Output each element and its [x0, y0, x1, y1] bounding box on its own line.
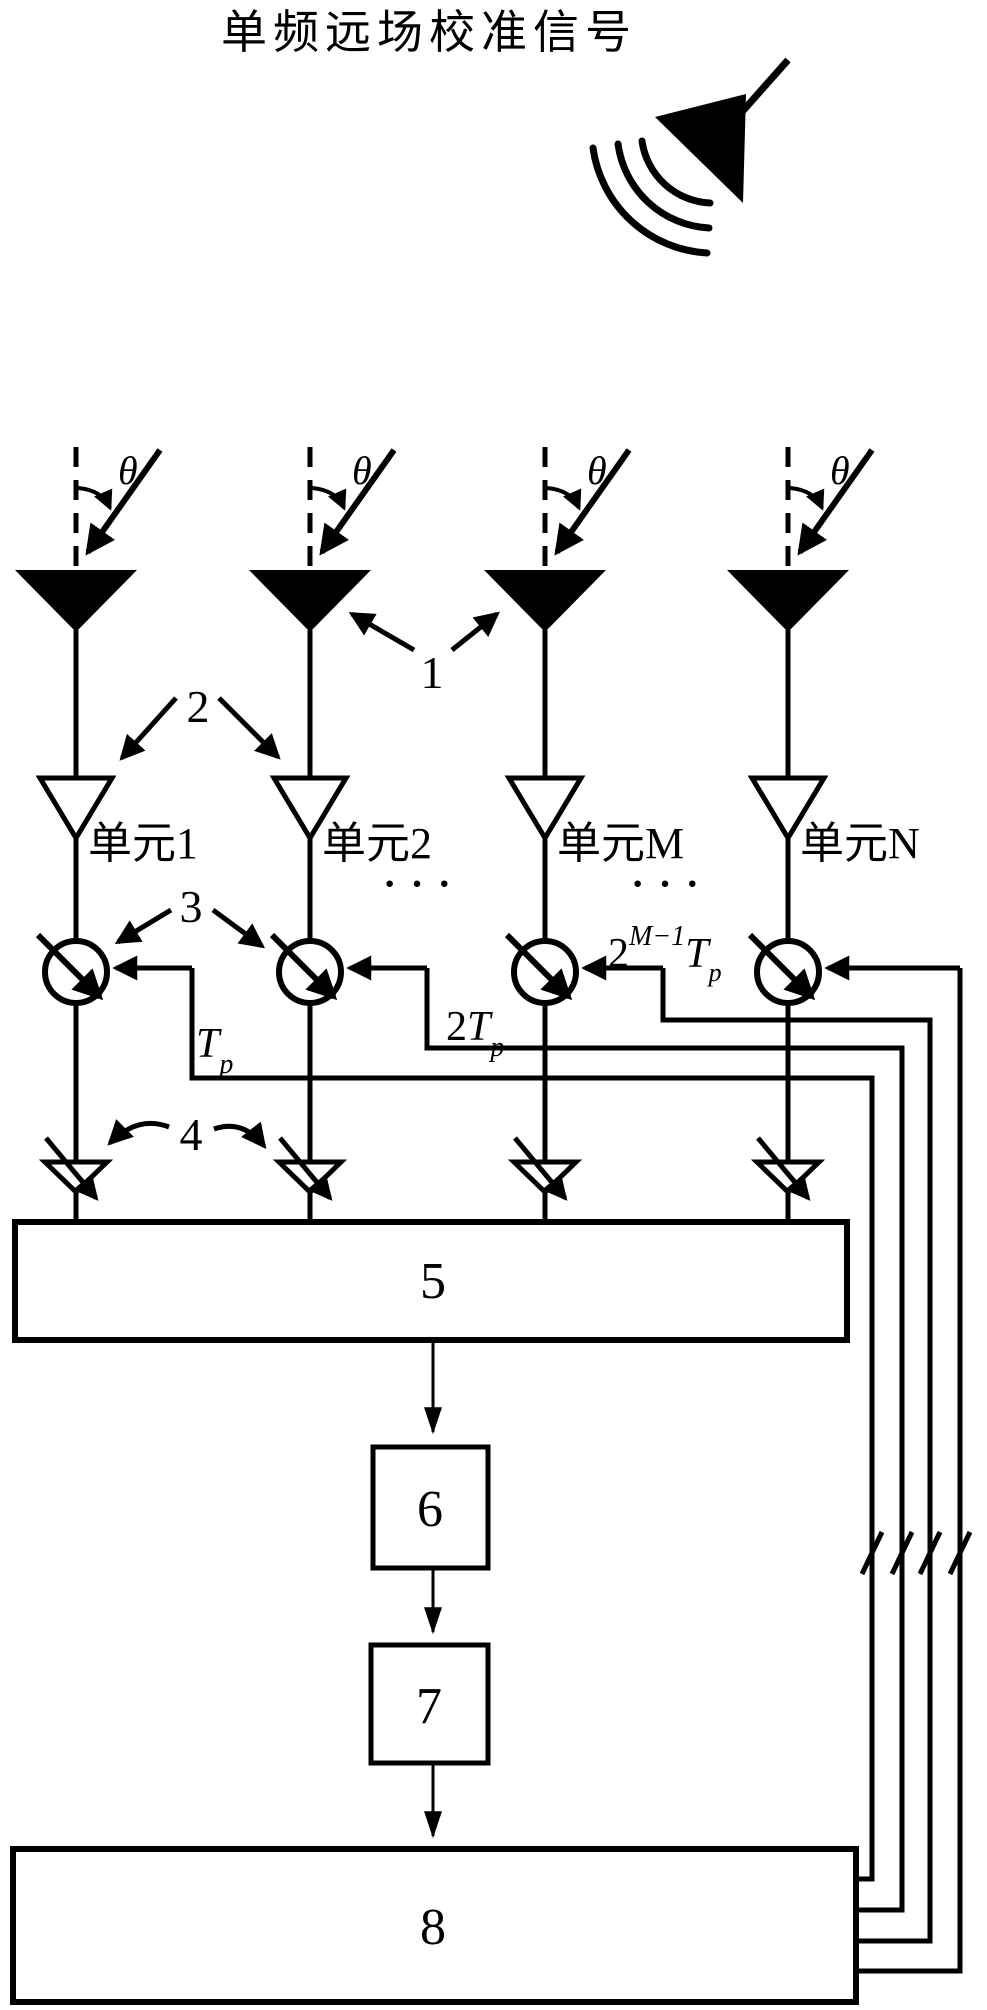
rx-antenna-icon-m	[484, 570, 606, 632]
callout-antenna: 1	[348, 611, 500, 698]
unit-label-n: 单元N	[800, 819, 920, 868]
unit-label-2: 单元2	[322, 819, 432, 868]
control-line-2tp	[424, 968, 905, 1913]
block-6-label: 6	[417, 1481, 443, 1538]
theta-label-n: θ	[830, 448, 850, 493]
block-7	[368, 1642, 491, 1766]
phase-shifter-icon-n	[750, 935, 819, 1003]
block-7-label: 7	[416, 1678, 442, 1735]
rx-antenna-icon-1	[15, 570, 137, 632]
control-line-2m1tp	[660, 968, 933, 1944]
callout-label-1: 1	[421, 647, 444, 698]
ellipsis-left: ···	[383, 861, 465, 906]
radiated-wave-arcs-icon	[589, 137, 714, 257]
control-line-n	[858, 968, 963, 1974]
block-combiner-label: 5	[420, 1253, 446, 1310]
control-line-tp	[189, 968, 875, 1882]
phase-shifter-icon-m	[507, 935, 576, 1003]
callout-amplifier: 2	[119, 681, 281, 761]
delay-label-tp: Tp	[196, 1021, 233, 1080]
delay-label-2m1tp: 2M−1Tp	[608, 921, 722, 987]
callout-label-3: 3	[180, 881, 203, 932]
callout-label-2: 2	[187, 681, 210, 732]
phase-control-lines	[112, 955, 963, 1974]
delay-label-2tp: 2Tp	[446, 1004, 504, 1063]
block-processor	[10, 1846, 859, 2005]
unit-label-m: 单元M	[557, 819, 684, 868]
block-combiner	[12, 1219, 850, 1343]
calibration-source-antenna-icon	[589, 57, 791, 257]
figure-title: 单频远场校准信号	[221, 7, 637, 58]
phase-shifter-icon-1	[38, 935, 107, 1003]
block-processor-label: 8	[420, 1899, 446, 1956]
ellipsis-right: ···	[631, 861, 713, 906]
source-feed-line	[738, 57, 791, 116]
rx-antenna-icon-2	[249, 570, 371, 632]
theta-label-2: θ	[352, 448, 372, 493]
theta-label-m: θ	[587, 448, 607, 493]
source-horn-icon	[655, 94, 746, 203]
element-signal-lines	[73, 630, 791, 1222]
block-6	[370, 1444, 491, 1571]
theta-label-1: θ	[118, 448, 138, 493]
callout-label-4: 4	[180, 1109, 203, 1160]
rx-antenna-icon-n	[727, 570, 849, 632]
unit-label-1: 单元1	[88, 819, 198, 868]
phase-shifter-icon-2	[272, 935, 341, 1003]
callout-phase-shifter: 3	[114, 881, 266, 949]
bus-slash-marks	[859, 1530, 973, 1576]
callout-attenuator: 4	[107, 1109, 267, 1160]
